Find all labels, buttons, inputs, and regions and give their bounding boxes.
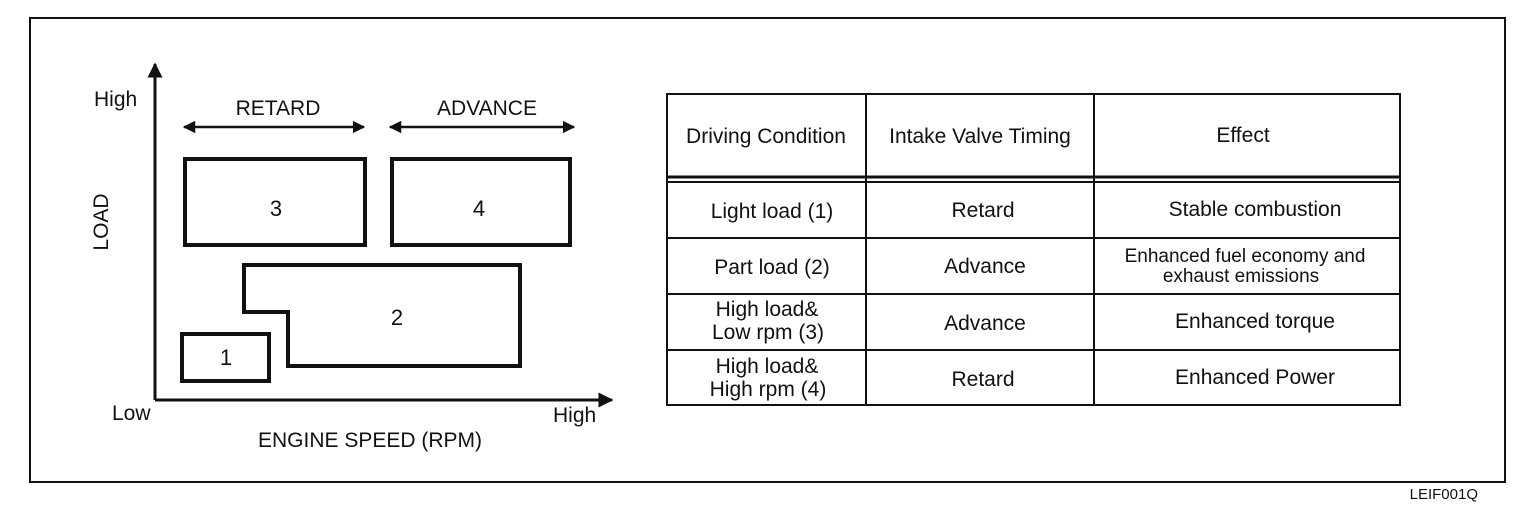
cell-condition: Light load (1) (711, 200, 834, 223)
cell-condition: High load& (716, 298, 819, 321)
y-high-label: High (94, 88, 137, 111)
cell-timing: Retard (951, 199, 1014, 222)
x-axis-label: ENGINE SPEED (RPM) (258, 429, 482, 452)
cell-timing: Advance (944, 312, 1026, 335)
load-speed-chart: High LOAD Low High ENGINE SPEED (RPM) RE… (90, 62, 614, 452)
region-1-box (180, 332, 271, 383)
cell-effect: Enhanced Power (1175, 366, 1335, 389)
figure-code: LEIF001Q (1410, 486, 1478, 503)
retard-range-label: RETARD (236, 97, 321, 120)
cell-timing: Retard (951, 368, 1014, 391)
cell-effect: exhaust emissions (1163, 266, 1319, 287)
x-high-label: High (553, 404, 596, 427)
cell-condition: Part load (2) (714, 256, 830, 279)
table-border (666, 93, 1401, 406)
cell-effect: Enhanced torque (1175, 310, 1335, 333)
header-intake-valve-timing: Intake Valve Timing (889, 125, 1071, 148)
header-effect: Effect (1216, 124, 1269, 147)
x-low-label: Low (112, 402, 151, 425)
cell-effect: Enhanced fuel economy and (1125, 246, 1366, 267)
region-2-label: 2 (391, 305, 403, 330)
figure-frame (29, 17, 1506, 483)
y-axis-label: LOAD (90, 193, 113, 250)
table-row: High load& High rpm (4) Retard Enhanced … (710, 355, 1335, 401)
table-row: Part load (2) Advance Enhanced fuel econ… (714, 246, 1365, 287)
region-4-box (390, 157, 572, 247)
cell-condition: High rpm (4) (710, 378, 827, 401)
region-3-box (183, 157, 367, 247)
table-header: Driving Condition Intake Valve Timing Ef… (686, 124, 1270, 148)
cell-condition: High load& (716, 355, 819, 378)
region-1-label: 1 (220, 345, 232, 370)
advance-range-label: ADVANCE (437, 97, 537, 120)
region-4-label: 4 (473, 196, 485, 221)
header-driving-condition: Driving Condition (686, 125, 846, 148)
table-row: High load& Low rpm (3) Advance Enhanced … (712, 298, 1335, 344)
region-2-box (242, 263, 522, 368)
cell-condition: Low rpm (3) (712, 321, 824, 344)
region-3-label: 3 (270, 196, 282, 221)
cell-timing: Advance (944, 255, 1026, 278)
valve-timing-table: Driving Condition Intake Valve Timing Ef… (666, 93, 1401, 406)
cell-effect: Stable combustion (1169, 198, 1342, 221)
table-row: Light load (1) Retard Stable combustion (711, 198, 1342, 223)
